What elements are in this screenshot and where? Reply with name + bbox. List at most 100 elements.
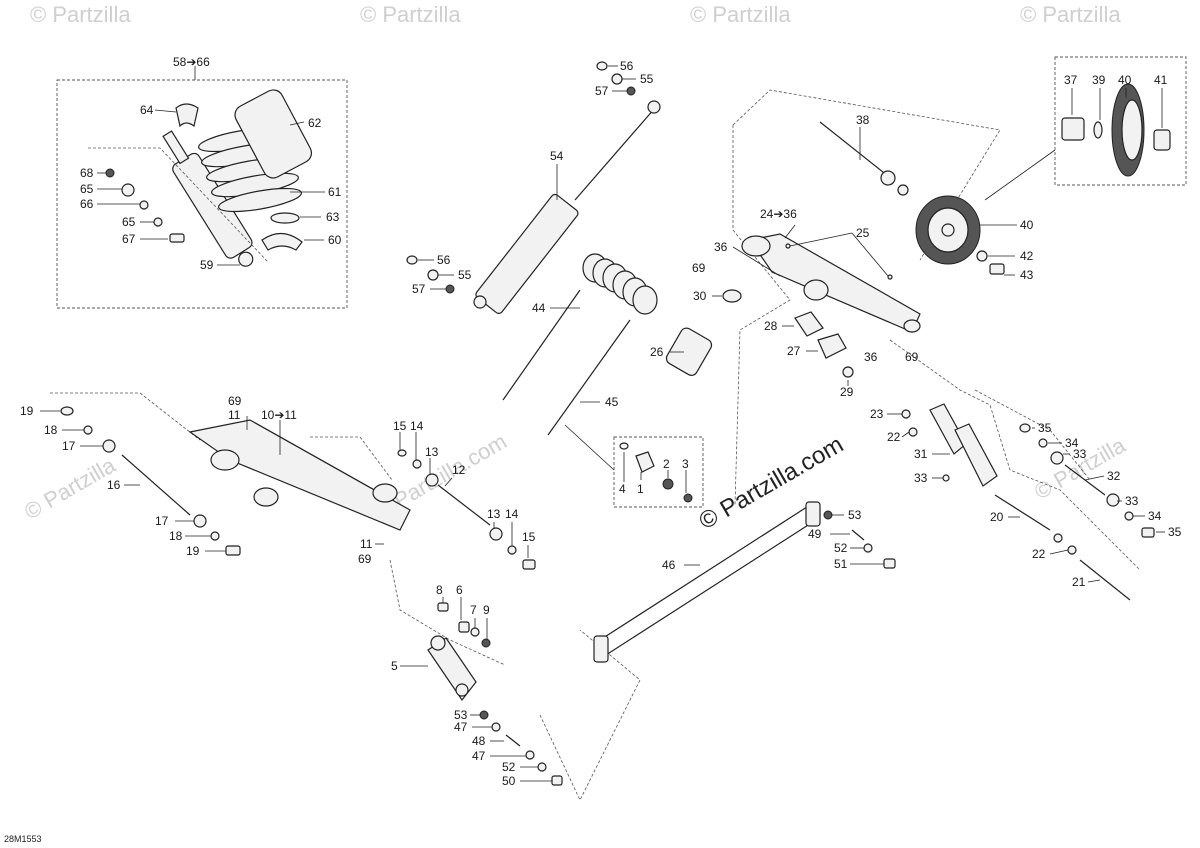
bolt-part [522, 559, 536, 570]
watermark-text: © Partzilla [690, 2, 791, 27]
washer-part [908, 427, 918, 437]
callout-label: 25 [856, 226, 870, 240]
callout-label: 3 [682, 457, 689, 471]
callout-label: 22 [887, 430, 901, 444]
link-bushing [455, 683, 469, 697]
adjuster-ring [261, 232, 303, 251]
callout-label: 51 [834, 557, 848, 571]
callout-label: 53 [454, 708, 468, 722]
rear-link-group [389, 559, 641, 801]
shock-kit-box [56, 79, 348, 309]
callout-label: 9 [483, 603, 490, 617]
torsion-spring-coil [582, 253, 658, 315]
watermark-text: © Partzilla [20, 452, 120, 524]
callout-label: 7 [470, 603, 477, 617]
callout-label: 8 [436, 583, 443, 597]
washer-part [210, 531, 220, 541]
watermark-text: © Partzilla [360, 2, 461, 27]
callout-label: 36 [864, 350, 878, 364]
callout-label: 33 [914, 471, 928, 485]
torsion-spring-group [502, 253, 713, 436]
callout-label: 65 [122, 215, 136, 229]
callout-label: 47 [472, 749, 486, 763]
limiter-kit-box [613, 436, 704, 508]
arm-pivot-tube [372, 483, 398, 503]
arm-pivot-tube [803, 279, 829, 301]
callout-label: 17 [155, 514, 169, 528]
bushing-part [425, 473, 439, 487]
bushing-part [193, 514, 207, 528]
wheel-bushing [1061, 117, 1085, 141]
arm-pivot-tube [741, 235, 771, 257]
figure-reference: 28M1553 [4, 834, 42, 844]
rod-end-bracket [593, 635, 609, 663]
callout-label: 35 [1038, 421, 1052, 435]
callout-label: 57 [412, 282, 426, 296]
callout-label: 30 [693, 289, 707, 303]
bolt-part [883, 558, 896, 569]
callout-label: 65 [80, 182, 94, 196]
callout-label: 35 [1168, 525, 1182, 539]
bolt-part [406, 255, 418, 265]
idler-wheel-group [915, 56, 1187, 276]
callout-label: 33 [1125, 494, 1139, 508]
bracket-part [817, 333, 847, 359]
nut-part [626, 86, 636, 96]
washer-part [901, 409, 911, 419]
callout-label: 40 [1118, 73, 1132, 87]
washer-part [491, 722, 501, 732]
front-arm [748, 233, 921, 333]
center-shock-body [475, 193, 579, 314]
nut-part [481, 638, 491, 648]
washer-part [412, 459, 422, 469]
callout-label: 38 [856, 113, 870, 127]
long-bolt [1079, 559, 1131, 601]
callout-label: 52 [502, 760, 516, 774]
callout-label: 26 [650, 345, 664, 359]
callout-label: 13 [425, 445, 439, 459]
callout-label: 46 [662, 558, 676, 572]
callout-label: 55 [640, 72, 654, 86]
nut-part [105, 168, 115, 178]
callout-label: 23 [870, 407, 884, 421]
nut-part [683, 493, 693, 503]
rear-shaft [121, 454, 191, 516]
watermark-center: © Partzilla.com [695, 431, 849, 535]
callout-label: 52 [834, 541, 848, 555]
shock-rod [162, 130, 190, 165]
wheel-kit-box [1054, 56, 1187, 186]
cross-rod [599, 504, 811, 641]
callout-label: 15 [522, 530, 536, 544]
bolt-part [169, 233, 185, 243]
washer-part [976, 250, 988, 262]
callout-label: 1 [637, 482, 644, 496]
bushing-part [489, 527, 503, 541]
callout-label: 68 [80, 166, 94, 180]
washer-part [1053, 533, 1063, 543]
arm-pivot-tube [210, 449, 240, 471]
callout-label: 20 [990, 510, 1004, 524]
callout-label: 40 [1020, 218, 1034, 232]
washer-part [427, 269, 439, 281]
arm-pivot-tube [253, 487, 279, 507]
shock-assembly-group [56, 66, 348, 309]
reservoir-cylinder [234, 89, 313, 179]
bolt-part [60, 406, 74, 416]
callout-label: 67 [122, 232, 136, 246]
washer-part [619, 442, 629, 450]
callout-label: 43 [1020, 268, 1034, 282]
washer-part [1038, 438, 1048, 448]
callout-label: 69 [228, 394, 242, 408]
limiter-block [635, 451, 655, 473]
pivot-bracket [954, 423, 998, 487]
grease-fitting [887, 274, 893, 280]
bushing-part [1050, 451, 1064, 465]
washer-part [153, 217, 163, 227]
callout-label: 64 [140, 103, 154, 117]
bracket-part [794, 311, 824, 337]
wheel-bearing [1153, 129, 1171, 151]
callout-label: 41 [1154, 73, 1168, 87]
callout-label: 47 [454, 720, 468, 734]
callout-label: 2 [663, 457, 670, 471]
callout-label: 69 [692, 261, 706, 275]
